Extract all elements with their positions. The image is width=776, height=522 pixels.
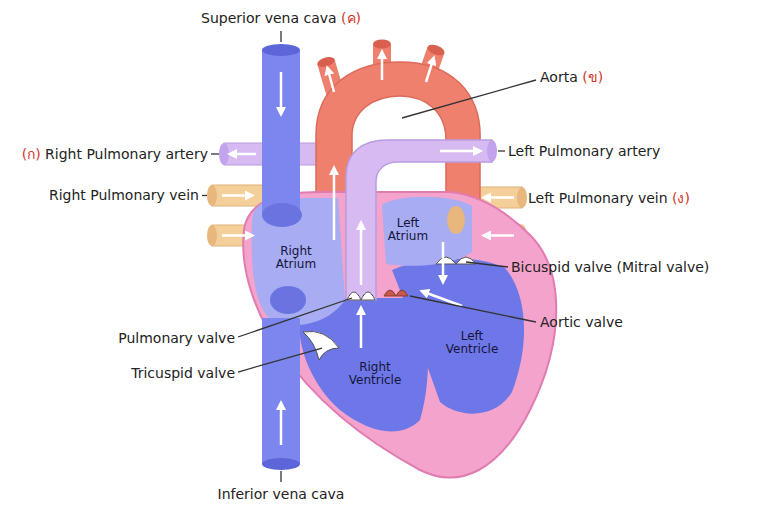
vena-opening <box>270 286 306 314</box>
vena-end <box>262 458 300 470</box>
vena-opening <box>262 203 302 227</box>
leader-line <box>410 296 536 322</box>
flow-arrow <box>424 292 462 306</box>
part-label: (ก) Right Pulmonary artery <box>22 146 208 163</box>
vein-end <box>207 225 217 246</box>
chamber-label: Right Atrium <box>276 245 316 271</box>
vena-tube <box>262 318 300 464</box>
leader-line <box>280 471 281 482</box>
flow-arrow <box>381 54 384 80</box>
leader-line <box>466 262 508 267</box>
leader-line <box>402 80 536 118</box>
flow-arrow <box>232 153 256 156</box>
part-label: Inferior vena cava <box>218 486 345 503</box>
flow-arrow <box>333 170 336 240</box>
chamber-label: Left Ventricle <box>446 330 499 356</box>
vena-end <box>262 44 300 56</box>
trunk-tube <box>346 140 492 300</box>
tricuspid-valve-shape <box>303 331 339 360</box>
flow-arrow <box>280 405 283 445</box>
vena-tube <box>262 50 300 215</box>
flow-arrow <box>222 234 250 237</box>
leader-line <box>238 348 322 372</box>
vein-end <box>207 185 217 206</box>
chamber-label: Right Ventricle <box>349 361 402 387</box>
part-label: Aortic valve <box>540 314 623 331</box>
leader-line <box>202 195 207 196</box>
part-label: Superior vena cava (ค) <box>201 10 361 27</box>
part-label: Left Pulmonary artery <box>508 143 660 160</box>
part-label: Aorta (ข) <box>540 69 603 86</box>
part-label: Pulmonary valve <box>118 330 235 347</box>
branch-end <box>316 55 336 69</box>
leader-lines <box>202 31 536 482</box>
flow-arrow <box>486 196 514 199</box>
flow-arrows <box>222 54 514 445</box>
flow-arrow <box>360 225 363 285</box>
aortic-valve-shape <box>384 290 408 296</box>
flow-arrow <box>360 310 363 348</box>
branch-end <box>426 43 446 58</box>
branch-end <box>373 40 391 49</box>
flow-arrow <box>440 150 478 153</box>
flow-arrow <box>426 60 433 82</box>
left-atrium-chamber <box>382 197 472 266</box>
part-label: Bicuspid valve (Mitral valve) <box>511 259 709 276</box>
right-atrium-chamber <box>252 198 345 325</box>
leader-line <box>211 153 219 154</box>
part-label: Tricuspid valve <box>131 365 235 382</box>
pulmonary-trunk <box>346 140 497 300</box>
vein-opening <box>447 206 465 234</box>
left-ventricle-chamber <box>392 258 524 413</box>
leader-line <box>238 298 352 337</box>
part-label: Right Pulmonary vein <box>49 187 199 204</box>
leader-line <box>280 31 281 42</box>
artery-end <box>219 143 229 165</box>
vein-end <box>517 187 527 208</box>
artery-end <box>487 140 497 162</box>
flow-arrow <box>486 234 514 237</box>
flow-arrow <box>328 70 334 92</box>
heart-wall <box>243 192 556 478</box>
flow-arrow <box>222 194 250 197</box>
flow-arrow <box>442 242 445 280</box>
flow-arrow <box>280 72 283 112</box>
part-label: Left Pulmonary vein (ง) <box>528 190 690 207</box>
chamber-label: Left Atrium <box>388 217 428 243</box>
leader-line <box>498 150 505 151</box>
